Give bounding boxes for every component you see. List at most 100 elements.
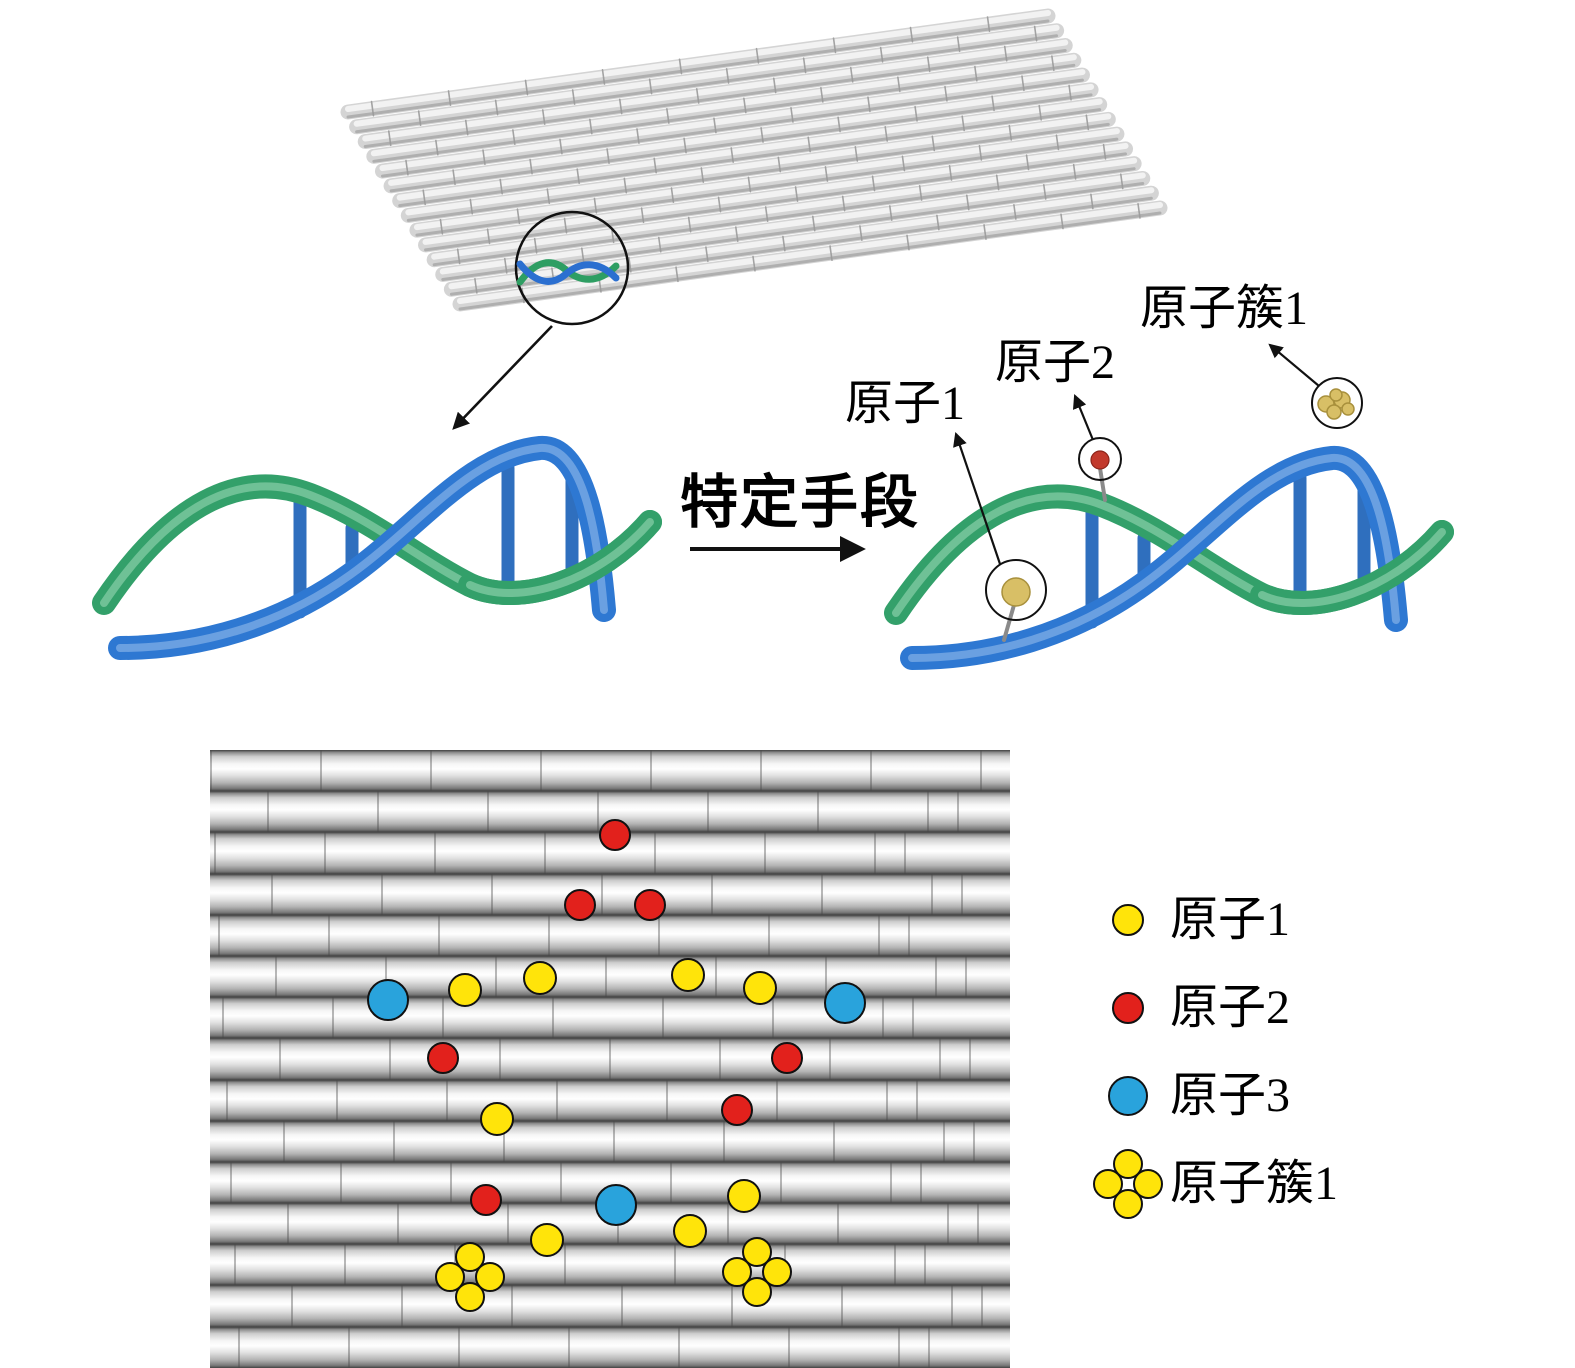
legend-item-cluster1: 原子簇1 [1086,1140,1338,1228]
rod-seam [636,128,640,144]
rod-seam [1137,202,1141,219]
rod-seam [559,138,563,155]
rod-seam [687,216,692,233]
rod-seam [474,277,478,294]
rod-seam [464,119,469,136]
rod-seam [918,185,923,201]
rod-seam [901,155,906,172]
marker-atom2 [599,819,631,851]
rod-seam [888,205,893,221]
platform-rod [210,1120,1010,1162]
platform-rod [210,1326,1010,1368]
rod-seam [503,257,508,274]
cluster-sphere [1326,404,1342,420]
platform-rod-shade [346,19,1050,119]
rod-seam [1119,173,1124,190]
atom1-annotation-arrow [953,431,1002,565]
rod-seam [524,79,529,96]
cluster1-legend-glyph [1093,1149,1163,1219]
rod-seam [764,206,769,223]
rod-seam [482,149,486,166]
marker-atom1 [673,1214,707,1248]
legend-label: 原子2 [1170,981,1291,1034]
rod-seam [884,125,888,142]
rod-seam [1060,213,1064,230]
marker-atom2 [634,889,666,921]
atom1-annotation-circle [985,559,1047,621]
rod-seam [978,144,983,161]
rod-seam [456,248,461,265]
rod-seam [417,110,422,127]
rod-seam [991,95,995,112]
platform-rod-highlight [396,98,1103,201]
rod-seam [618,98,623,115]
rod-seam [948,164,953,181]
cluster1-annotation-circle [1311,377,1363,429]
cluster1-annotation-arrow [1268,343,1320,387]
marker-atom2 [564,889,596,921]
rod-seam [541,109,546,125]
rod-seam [512,129,516,146]
rod-seam [747,176,752,193]
platform-rod-highlight [388,83,1095,186]
rod-seam [909,26,914,43]
rod-seam [576,168,580,185]
rod-seam [640,207,645,224]
zoom-arrow [452,325,553,430]
platform-rod [210,955,1010,998]
rod-seam [906,234,910,251]
rod-seam [837,116,841,133]
rod-seam [1038,104,1042,121]
platform-rod-highlight [422,142,1129,245]
legend-label: 原子簇1 [1170,1157,1339,1210]
atom2-annotation-arrow [1072,394,1095,441]
rod-seam [452,169,456,186]
rod-seam [841,195,846,212]
process-label: 特定手段 [679,470,921,535]
marker-atom1 [523,961,557,995]
atom2-annotation-circle [1078,437,1122,481]
rod-seam [1085,114,1090,131]
rod-seam [1090,193,1094,210]
rod-seam [956,36,961,53]
rod-seam [469,198,474,215]
rod-seam [713,117,717,134]
platform-rod [210,1038,1010,1080]
rod-seam [936,214,940,231]
rod-seam [777,156,782,173]
atom3-legend-dot [1108,1076,1148,1116]
rod-seam [670,187,675,204]
platform-rod-highlight [405,113,1112,216]
platform-rod-highlight [345,10,1051,112]
rod-seam [678,58,683,75]
rod-seam [571,89,576,105]
marker-atom1 [743,971,777,1005]
legend-item-atom2: 原子2 [1086,964,1338,1052]
marker-atom3 [824,982,866,1024]
platform-rod [210,1244,1010,1286]
mini-helix-blue-strand [516,260,620,285]
platform-rod-highlight [457,202,1163,304]
rod-seam [1102,143,1107,160]
platform-rod-shade [398,108,1102,208]
marker-atom1 [671,958,705,992]
platform-rod-highlight [362,39,1069,142]
rod-seam [755,47,760,64]
rod-seam [422,189,426,206]
platform-rods [210,750,1010,1368]
magnifier-circle [514,210,630,326]
rod-seam [1072,163,1077,180]
legend-item-atom1: 原子1 [1086,876,1338,964]
atom3-legend-icon [1086,1076,1170,1116]
rod-seam [1068,84,1072,101]
platform-rod-highlight [379,69,1086,172]
dna-helix-after [896,458,1442,658]
rod-seam [1033,25,1038,42]
rod-seam [387,130,392,147]
cluster-circle [475,1262,505,1292]
rod-seam [653,157,657,174]
rod-seam [683,137,687,154]
rod-seam [580,247,585,264]
rod-seam [730,147,734,163]
platform-rod-highlight [431,157,1138,260]
